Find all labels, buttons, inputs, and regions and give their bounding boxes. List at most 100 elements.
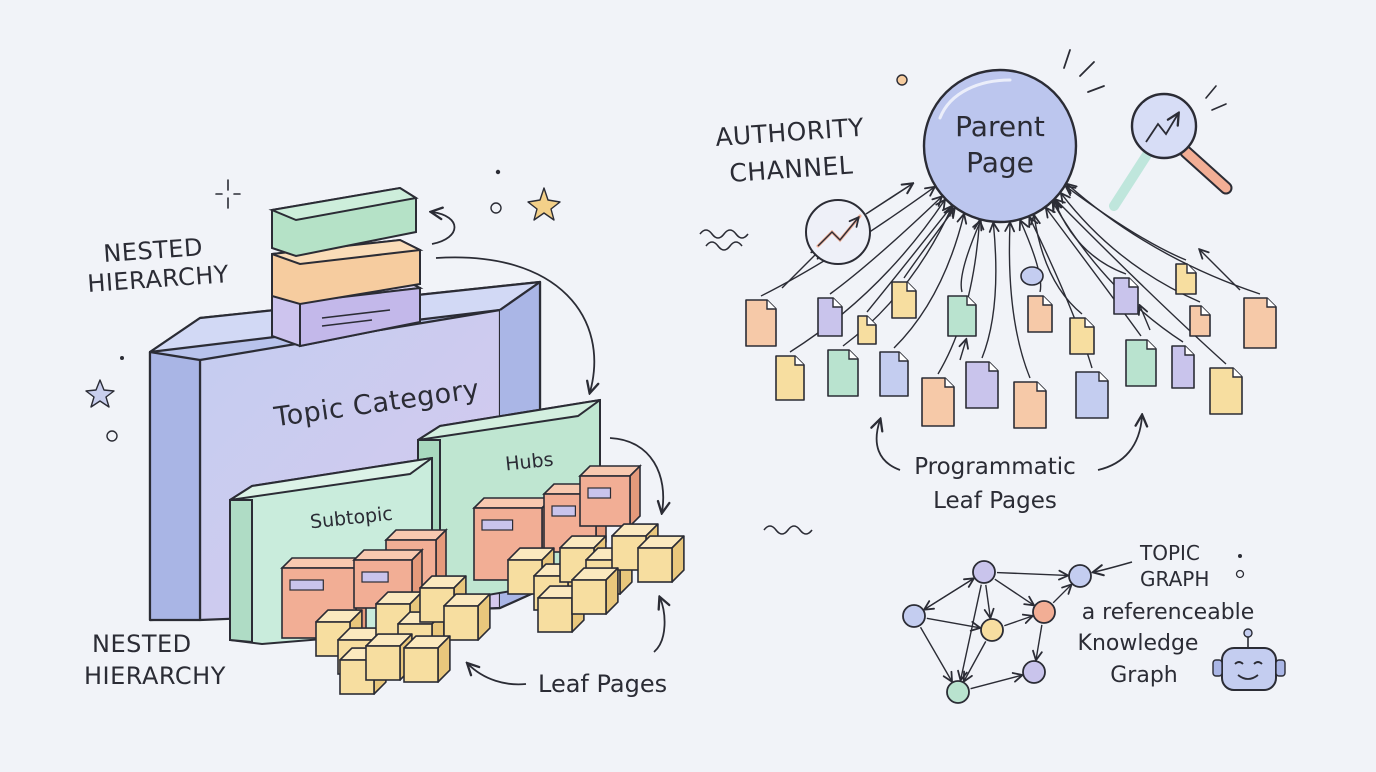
graph-edge <box>970 675 1022 690</box>
arrow-leaf-pages <box>468 664 527 686</box>
arrow-programmatic-right <box>1097 416 1142 471</box>
graph-desc-line3: Graph <box>1110 663 1177 688</box>
leaf-cubes <box>280 464 685 695</box>
arrow-programmatic-left <box>877 420 901 471</box>
authority-channel-section: Parent Page AUTHORITY CHANNEL Programmat… <box>699 49 1277 514</box>
cube-front <box>637 547 673 583</box>
link-to-parent <box>1009 223 1031 379</box>
cube-front <box>403 647 439 683</box>
hub-block <box>578 464 642 528</box>
doc-body <box>1113 277 1139 315</box>
leaf-page-doc <box>1125 339 1157 387</box>
sparkle-icon <box>215 179 241 209</box>
graph-edge <box>986 584 990 617</box>
doc-body <box>827 349 859 397</box>
arrow-to-graph <box>1094 561 1133 572</box>
star-outline-icon <box>85 379 115 408</box>
leaf-page-doc <box>1175 263 1197 295</box>
leaf-page-doc <box>827 349 859 397</box>
doc-fold <box>1036 382 1046 392</box>
doc-fold <box>848 350 858 360</box>
doc-body <box>879 351 909 397</box>
doc-fold <box>1128 278 1138 288</box>
graph-edge <box>961 584 982 680</box>
doc-body <box>965 361 999 409</box>
leaf-page-doc <box>1189 305 1211 337</box>
link-arrow <box>781 250 820 289</box>
graph-edge <box>1036 624 1042 659</box>
leaf-cube <box>443 593 491 641</box>
link-to-parent <box>1055 202 1127 275</box>
squiggle-icon <box>763 525 813 535</box>
leaf-page-doc <box>1013 381 1047 429</box>
robot-icon <box>1212 628 1286 691</box>
link-to-parent <box>789 201 944 353</box>
doc-body <box>1189 305 1211 337</box>
link-to-parent <box>1046 209 1142 337</box>
leaf-page-doc <box>921 377 955 427</box>
dot-icon <box>1235 569 1245 579</box>
programmatic-line1: Programmatic <box>914 454 1076 480</box>
graph-node <box>1032 600 1056 624</box>
stacked-layers <box>268 186 424 348</box>
doc-body <box>1175 263 1197 295</box>
link-to-parent <box>903 209 954 279</box>
hubs-label: Hubs <box>504 449 554 476</box>
graph-edge <box>1052 585 1071 604</box>
graph-edge <box>964 641 987 680</box>
doc-fold <box>1084 318 1094 328</box>
block-window <box>361 571 389 583</box>
leaf-cube <box>637 535 685 583</box>
block-window <box>289 579 324 591</box>
graph-edge <box>926 617 979 627</box>
graph-edge <box>996 573 1067 576</box>
doc-body <box>1209 367 1243 415</box>
trend-chart-icon <box>805 184 912 265</box>
graph-edge <box>1004 616 1031 627</box>
parent-page-line2: Page <box>966 146 1034 179</box>
doc-body <box>891 281 917 319</box>
leaf-page-doc <box>857 315 877 345</box>
dot-icon <box>1238 554 1242 558</box>
leaf-page-doc <box>1027 295 1053 333</box>
doc-body <box>921 377 955 427</box>
cube-front <box>537 597 573 633</box>
leaf-page-doc <box>891 281 917 319</box>
dot-icon <box>490 202 502 214</box>
nested-hierarchy-bottom-line1: NESTED <box>92 630 192 658</box>
block-window <box>481 519 514 531</box>
link-to-parent <box>1034 216 1083 315</box>
doc-fold <box>866 316 876 326</box>
leaf-page-doc <box>1069 317 1095 355</box>
link-to-parent <box>1068 185 1261 295</box>
doc-body <box>1125 339 1157 387</box>
graph-desc-line1: a referenceable <box>1082 600 1255 625</box>
block-top <box>472 497 554 509</box>
doc-fold <box>832 298 842 308</box>
graph-node <box>1022 660 1046 684</box>
dot-icon <box>106 430 118 442</box>
doc-fold <box>1200 306 1210 316</box>
doc-fold <box>1098 372 1108 382</box>
link-to-parent <box>960 221 980 293</box>
link-to-parent <box>1021 221 1042 293</box>
block-top <box>352 549 424 561</box>
leaf-pages-label: Leaf Pages <box>538 670 667 698</box>
doc-fold <box>898 352 908 362</box>
leaf-page-doc <box>745 299 777 347</box>
dot-icon <box>896 74 908 86</box>
doc-fold <box>1146 340 1156 350</box>
leaf-documents <box>745 263 1277 429</box>
link-to-parent <box>1056 200 1227 365</box>
arrow-to-hub-cubes <box>609 437 663 512</box>
link-arrow <box>960 340 966 361</box>
parent-page-line1: Parent <box>955 110 1045 143</box>
block-window <box>551 505 576 517</box>
graph-edge <box>919 626 952 680</box>
doc-fold <box>1186 264 1196 274</box>
glow-rays-icon <box>1063 49 1105 93</box>
cube-front <box>365 645 401 681</box>
knowledge-graph <box>902 560 1092 704</box>
leaf-page-doc <box>1209 367 1243 415</box>
